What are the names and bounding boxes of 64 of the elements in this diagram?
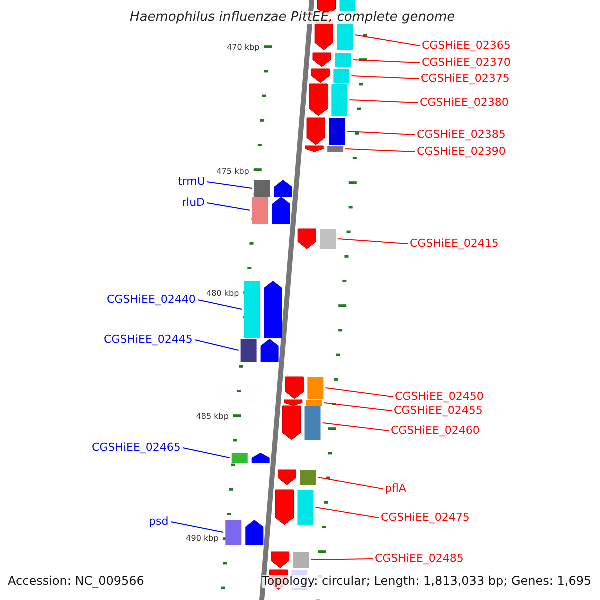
- gene-label: rluD: [182, 196, 206, 209]
- accession-text: Accession: NC_009566: [8, 575, 144, 588]
- gene-feature: [306, 118, 346, 146]
- leader-line: [198, 300, 243, 310]
- gene-label: psd: [149, 515, 169, 528]
- gene-feature: [244, 281, 282, 338]
- gene-feature: [278, 470, 316, 486]
- leader-line: [206, 202, 251, 211]
- gene-label: CGSHiEE_02455: [394, 404, 483, 417]
- leader-line: [352, 60, 420, 64]
- gene-label: CGSHiEE_02475: [381, 511, 470, 524]
- gene-feature: [232, 453, 270, 463]
- gene-label: CGSHiEE_02370: [422, 56, 511, 69]
- gene-label: CGSHiEE_02440: [107, 293, 196, 306]
- leader-line: [315, 507, 380, 518]
- leader-line: [345, 148, 416, 152]
- leader-line: [194, 340, 240, 351]
- gene-label: CGSHiEE_02415: [410, 237, 499, 250]
- gene-label: CGSHiEE_02450: [395, 390, 484, 403]
- leader-line: [170, 522, 224, 533]
- gene-feature: [309, 84, 348, 116]
- gene-label: pflA: [385, 482, 406, 495]
- leader-line: [349, 100, 418, 104]
- scale-label: 490 kbp: [186, 533, 219, 545]
- gene-feature: [285, 376, 324, 400]
- gene-feature: [240, 339, 279, 362]
- title: Haemophilus influenzae PittEE, complete genome: [130, 11, 456, 24]
- leader-line: [354, 34, 420, 46]
- gene-feature: [254, 180, 292, 197]
- leader-line: [338, 238, 408, 244]
- gene-feature: [284, 400, 322, 406]
- gene-feature: [271, 552, 310, 568]
- gene-feature: [275, 490, 314, 526]
- gene-label: CGSHiEE_02460: [391, 424, 480, 437]
- gene-label: CGSHiEE_02385: [417, 128, 506, 141]
- gene-feature: [252, 197, 290, 224]
- leader-line: [346, 131, 416, 136]
- gene-feature: [282, 406, 321, 440]
- gene-feature: [312, 52, 351, 68]
- leader-line: [182, 448, 230, 458]
- leader-line: [318, 477, 384, 490]
- gene-label: CGSHiEE_02380: [420, 96, 509, 109]
- gene-label: CGSHiEE_02365: [422, 39, 511, 52]
- gene-label: trmU: [178, 175, 206, 188]
- gene-feature: [305, 146, 344, 152]
- gene-label: CGSHiEE_02375: [421, 72, 510, 85]
- gene-label: CGSHiEE_02465: [92, 441, 181, 454]
- gene-label: CGSHiEE_02390: [417, 145, 506, 158]
- gene-feature: [311, 68, 350, 84]
- leader-line: [351, 76, 420, 80]
- leader-line: [322, 422, 390, 432]
- scale-label: 475 kbp: [216, 166, 250, 178]
- leader-line: [310, 558, 374, 560]
- gene-label: CGSHiEE_02485: [375, 552, 464, 565]
- scale-label: 480 kbp: [206, 288, 240, 300]
- leader-line: [324, 402, 392, 412]
- scale-label: 470 kbp: [227, 42, 260, 54]
- gene-feature: [226, 520, 264, 545]
- gene-feature: [298, 228, 336, 250]
- scale-label: 485 kbp: [196, 411, 229, 423]
- genome-summary-text: Topology: circular; Length: 1,813,033 bp; Genes: 1,695: [262, 575, 592, 588]
- leader-line: [325, 388, 394, 398]
- gene-label: CGSHiEE_02445: [104, 333, 193, 346]
- leader-line: [206, 182, 253, 189]
